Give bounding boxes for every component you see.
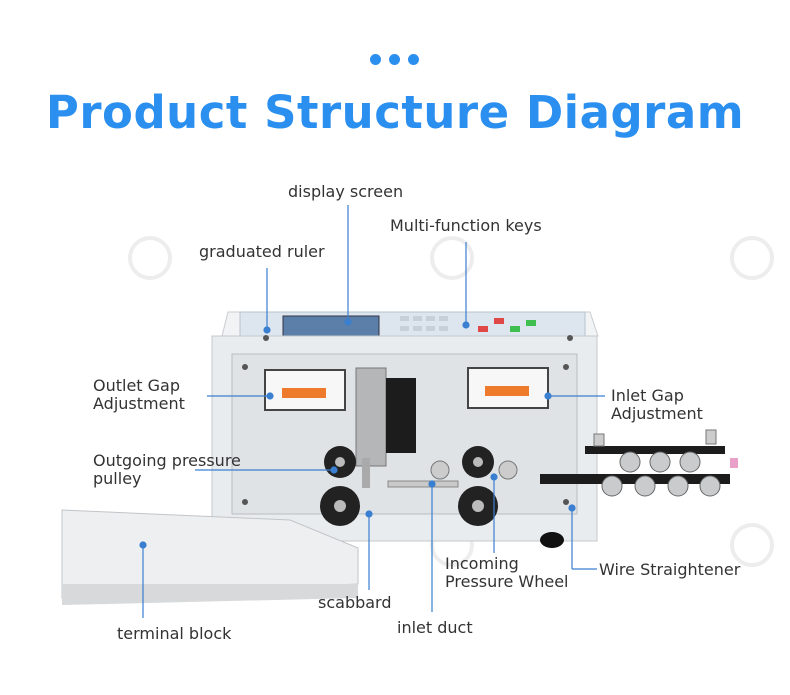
label-incoming-wheel-line2: Pressure Wheel xyxy=(445,572,569,591)
label-incoming-wheel-line1: Incoming xyxy=(445,554,519,573)
label-outlet-gap-line2: Adjustment xyxy=(93,394,185,413)
page-title: Product Structure Diagram xyxy=(45,86,745,139)
label-graduated-ruler: graduated ruler xyxy=(199,242,325,261)
label-inlet-gap-line1: Inlet Gap xyxy=(611,386,684,405)
decorative-dots xyxy=(370,54,420,66)
keypad xyxy=(400,316,536,332)
display-screen-shape xyxy=(282,315,380,337)
inlet-gap-scale xyxy=(485,386,529,396)
outlet-gap-scale xyxy=(282,388,326,398)
label-inlet-duct: inlet duct xyxy=(397,618,473,637)
cutter-block xyxy=(355,367,387,467)
label-outlet-gap-line1: Outlet Gap xyxy=(93,376,181,395)
blade-guide xyxy=(362,458,370,488)
label-multi-function-keys: Multi-function keys xyxy=(390,216,542,235)
label-display-screen: display screen xyxy=(288,182,404,201)
leader-lines xyxy=(139,205,605,618)
label-outgoing-pulley-line2: pulley xyxy=(93,469,142,488)
cutter-cover xyxy=(386,378,416,453)
dot xyxy=(370,54,381,65)
terminal-block-edge xyxy=(62,584,358,605)
wire-straightener-shape xyxy=(540,429,738,497)
terminal-block-shape xyxy=(61,509,359,599)
label-inlet-gap-line2: Adjustment xyxy=(611,404,703,423)
machine-foot xyxy=(540,532,564,548)
label-outgoing-pulley-line1: Outgoing pressure xyxy=(93,451,241,470)
dot xyxy=(389,54,400,65)
inlet-duct-shape xyxy=(387,480,459,488)
dot xyxy=(408,54,419,65)
label-scabbard: scabbard xyxy=(318,593,392,612)
panel-screws xyxy=(242,335,573,505)
label-wire-straightener: Wire Straightener xyxy=(599,560,741,579)
label-terminal-block: terminal block xyxy=(117,624,232,643)
incoming-wheel-shape xyxy=(430,446,518,526)
